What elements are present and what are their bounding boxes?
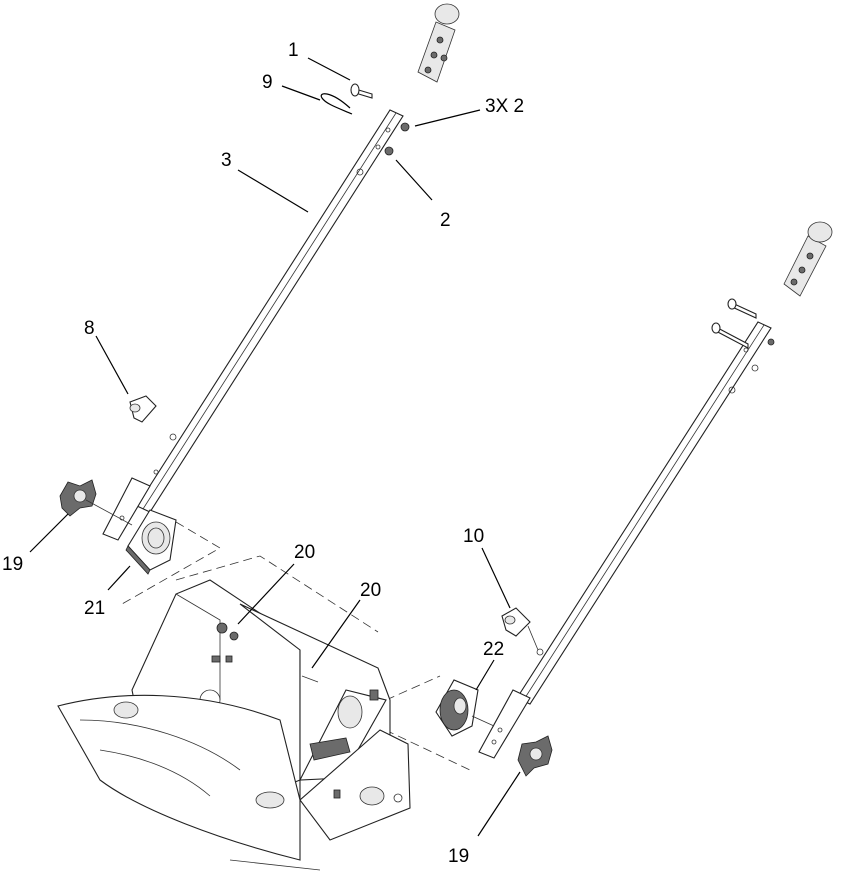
part-1-pin: [350, 83, 373, 99]
part-3-nut: [400, 122, 410, 132]
part-8-clip: [129, 395, 157, 423]
right-handle: [478, 221, 833, 759]
part-20-nut-left: [216, 622, 228, 634]
callout-9: 9: [262, 72, 273, 93]
callout-8: 8: [84, 318, 95, 339]
callout-20-right: 20: [360, 580, 381, 601]
part-2-nut: [384, 146, 394, 156]
left-handle: [102, 3, 460, 541]
part-22-ratchet: [435, 679, 495, 737]
callout-10: 10: [463, 526, 484, 547]
callout-19-left: 19: [2, 554, 23, 575]
callout-3: 3: [221, 150, 232, 171]
callout-3x2: 3X 2: [485, 96, 524, 117]
leader-lines: [29, 57, 521, 837]
right-pins: [711, 298, 775, 349]
right-handle-grip: [783, 221, 833, 297]
left-handle-grip: [417, 3, 460, 83]
part-19-knob-left: [59, 479, 133, 526]
callout-19-right: 19: [448, 846, 469, 867]
part-19-knob-right: [517, 735, 553, 777]
part-9-clip: [320, 93, 353, 115]
part-21-ratchet: [125, 509, 177, 575]
callout-labels: 1 9 3X 2 3 2 8 19 21 20 20 10 22 19: [2, 40, 524, 867]
callout-21: 21: [84, 598, 105, 619]
callout-22: 22: [483, 639, 504, 660]
part-10-clip: [501, 607, 539, 651]
callout-20-left: 20: [294, 542, 315, 563]
callout-2: 2: [440, 210, 451, 231]
callout-1: 1: [288, 40, 299, 61]
frame-housing: [57, 521, 471, 871]
